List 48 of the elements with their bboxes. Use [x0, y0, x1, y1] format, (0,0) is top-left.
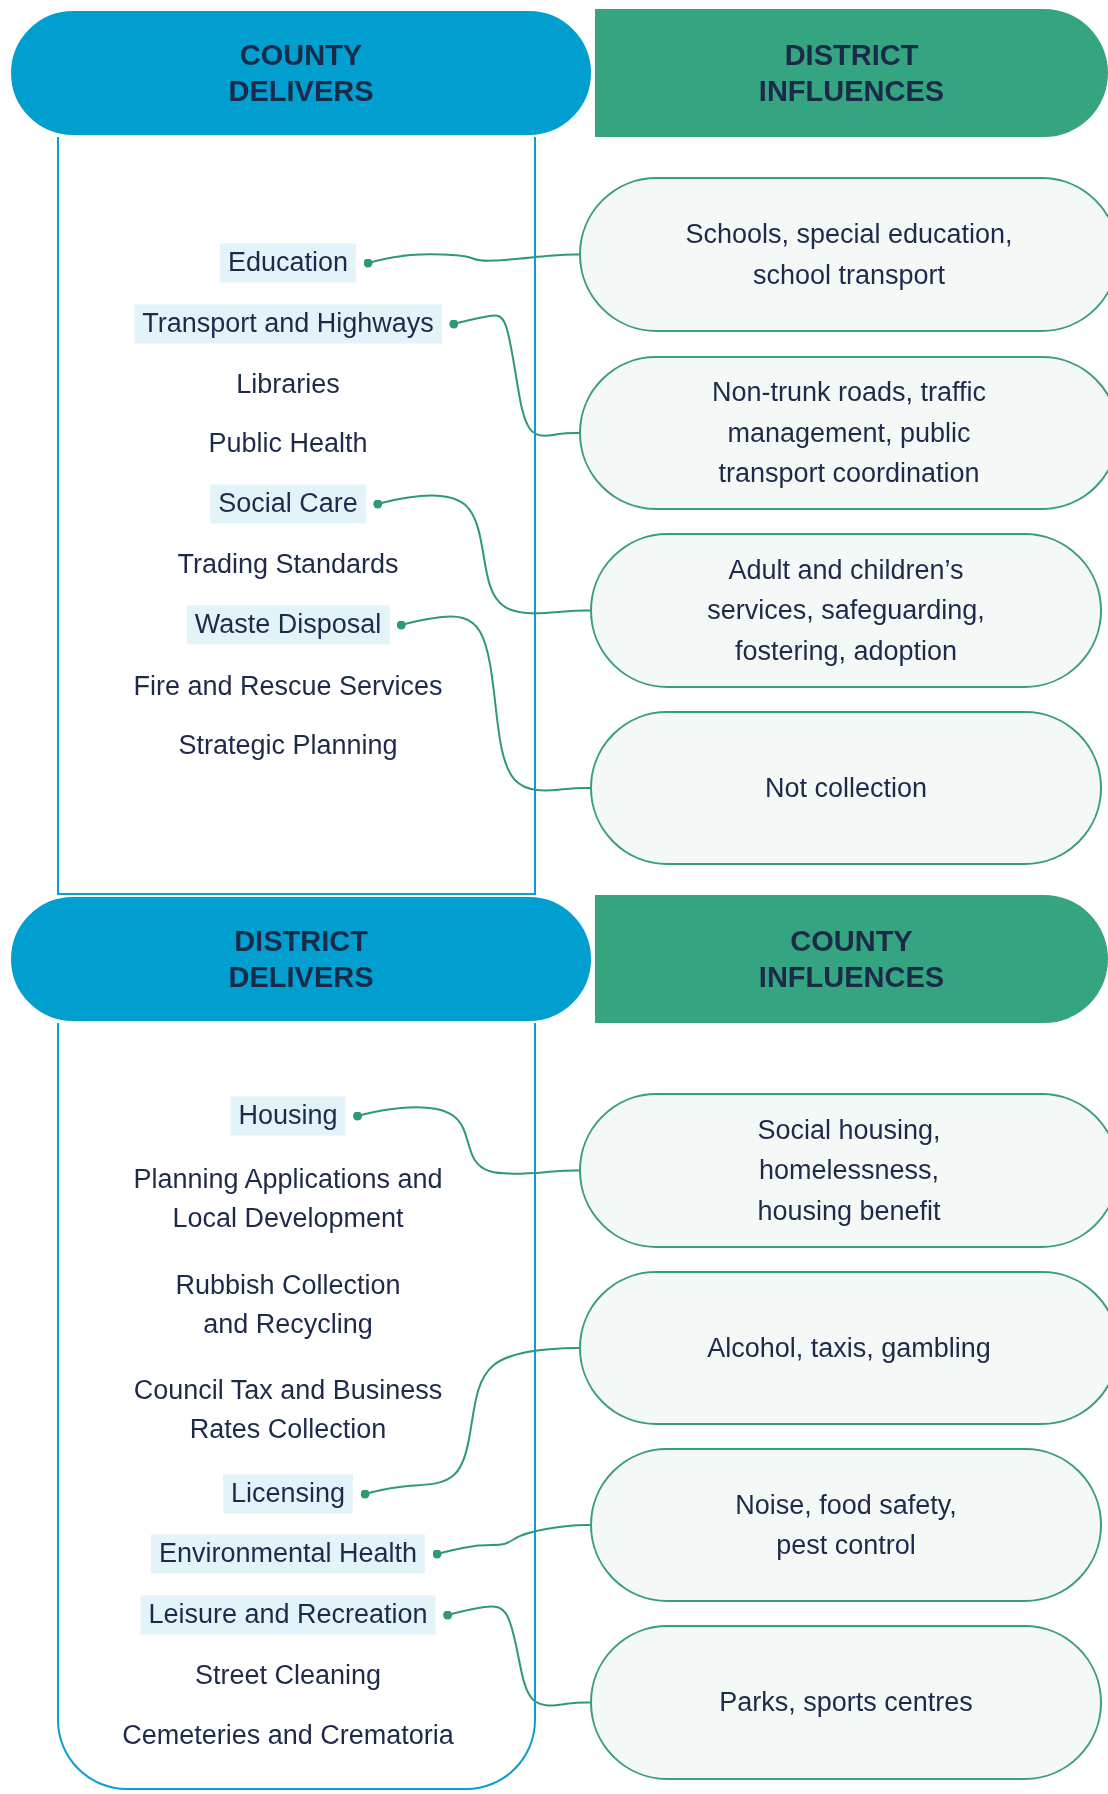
rounded-box	[579, 1093, 1108, 1248]
list-item: Waste Disposal	[186, 605, 390, 645]
box-text: Alcohol, taxis, gambling	[706, 1331, 992, 1365]
box-text: Not collection	[763, 771, 929, 805]
list-item: Housing	[230, 1096, 346, 1136]
list-panel	[57, 137, 536, 895]
rounded-box	[579, 356, 1108, 510]
connector-line	[443, 1605, 591, 1707]
list-item: Trading Standards	[169, 545, 407, 585]
list-item: Public Health	[200, 424, 376, 464]
list-item: Council Tax and Business Rates Collection	[103, 1370, 473, 1450]
header-banner	[9, 895, 593, 1023]
connector-line	[373, 494, 591, 615]
box-text: Non-trunk roads, traffic management, public transport coordination	[710, 376, 988, 491]
list-item: Rubbish Collection and Recycling	[158, 1265, 418, 1345]
list-item: Street Cleaning	[186, 1656, 390, 1696]
list-panel	[57, 1023, 536, 1790]
connector-line	[363, 253, 580, 268]
list-item: Environmental Health	[150, 1534, 426, 1574]
connector-line	[353, 1106, 580, 1175]
rounded-box	[579, 177, 1108, 332]
list-item: Libraries	[228, 365, 348, 405]
list-item: Planning Applications and Local Development	[103, 1159, 473, 1239]
list-item: Leisure and Recreation	[140, 1595, 436, 1635]
connector-line	[360, 1347, 580, 1499]
box-text: Adult and children’s services, safeguarding, fostering, adoption	[706, 553, 986, 668]
list-item: Licensing	[222, 1474, 354, 1514]
header-text: DISTRICT DELIVERS	[227, 923, 375, 995]
list-item: Fire and Rescue Services	[125, 667, 451, 707]
box-text: Noise, food safety, pest control	[734, 1488, 958, 1562]
list-item: Cemeteries and Crematoria	[114, 1716, 462, 1756]
connector-line	[396, 615, 591, 792]
header-banner	[595, 9, 1108, 137]
box-text: Social housing, homelessness, housing benefit	[756, 1113, 942, 1228]
connector-line	[449, 314, 580, 437]
header-banner	[9, 9, 593, 137]
list-item: Social Care	[210, 484, 366, 524]
box-text: Parks, sports centres	[718, 1686, 974, 1720]
box-text: Schools, special education, school transport	[684, 218, 1014, 292]
list-item: Transport and Highways	[134, 304, 442, 344]
header-text: DISTRICT INFLUENCES	[757, 37, 946, 109]
header-text: COUNTY INFLUENCES	[757, 923, 946, 995]
header-text: COUNTY DELIVERS	[227, 37, 375, 109]
list-item: Strategic Planning	[170, 726, 406, 766]
list-item: Education	[219, 243, 357, 283]
header-banner	[595, 895, 1108, 1023]
rounded-box	[579, 1271, 1108, 1425]
connector-line	[432, 1524, 591, 1559]
